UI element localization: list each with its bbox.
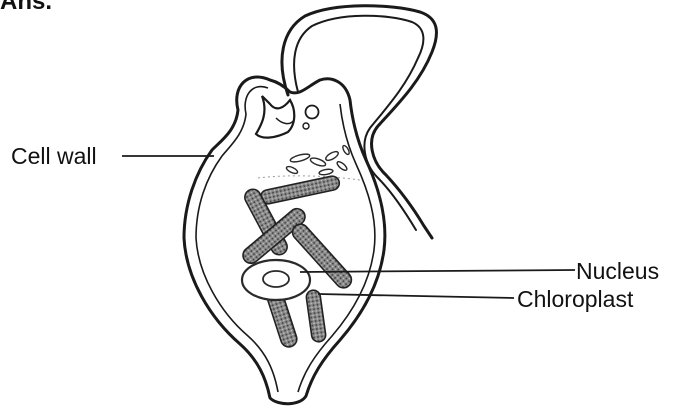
chloroplasts [240, 175, 355, 349]
chloroplast-rod [305, 289, 326, 342]
cytoplasm-texture [258, 176, 360, 180]
label-chloroplast: Chloroplast [517, 288, 633, 311]
nucleolus [263, 271, 289, 287]
vacuole [303, 123, 309, 129]
label-nucleus: Nucleus [576, 260, 659, 283]
answer-heading: Ans. [0, 0, 52, 14]
label-cell-wall: Cell wall [11, 145, 97, 168]
leader-line-chloroplast [318, 294, 514, 298]
flagellum [282, 6, 437, 238]
nucleus [242, 260, 310, 300]
paramylon-granules [286, 145, 351, 176]
gullet [256, 96, 294, 138]
eyespot [306, 106, 319, 119]
chloroplast-rod [259, 175, 340, 205]
gullet-detail [276, 118, 294, 124]
